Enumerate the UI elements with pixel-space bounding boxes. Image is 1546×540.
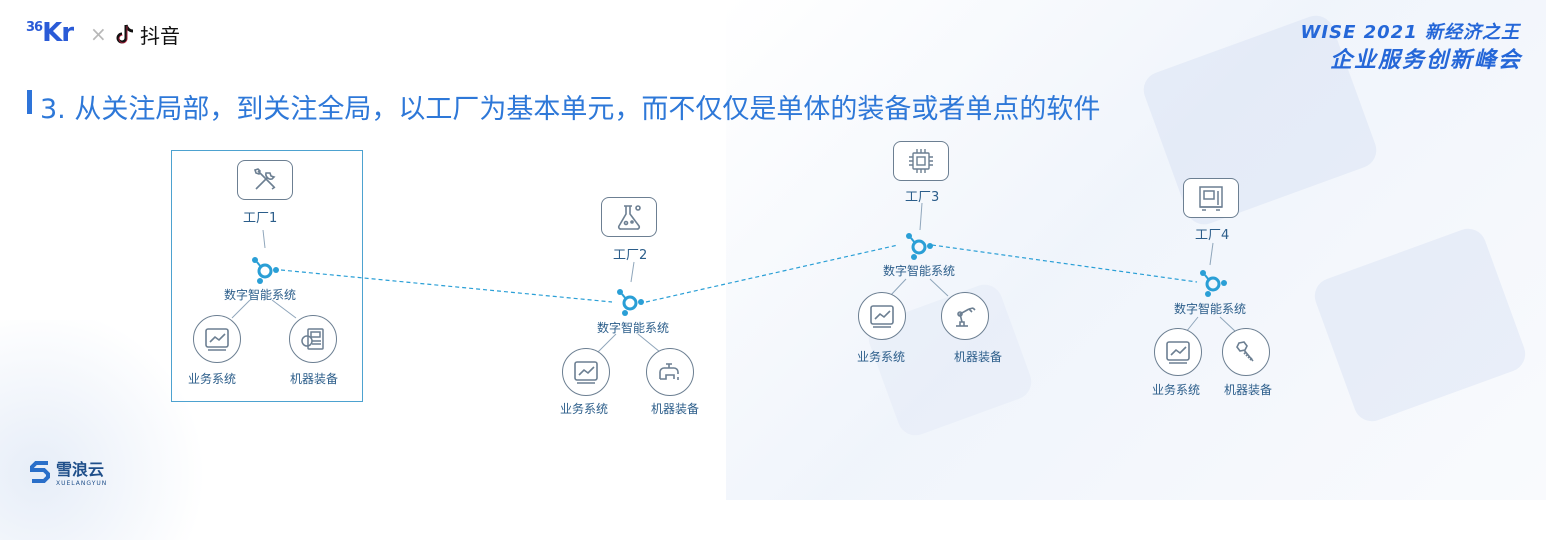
- hub-network-icon: [617, 289, 644, 316]
- control-panel-icon: [289, 315, 337, 363]
- hub-network-icon: [1200, 270, 1227, 297]
- hub-network-icon: [252, 257, 279, 284]
- brand-name-en: XUELANGYUN: [56, 480, 108, 487]
- tools-icon: [237, 160, 293, 200]
- event-title-line2: 企业服务创新峰会: [1329, 48, 1522, 73]
- flask-icon: [601, 197, 657, 237]
- factory-4-label: 工厂4: [1195, 228, 1230, 243]
- hub-3-label: 数字智能系统: [883, 264, 956, 278]
- factory-1-frame: [171, 150, 363, 402]
- business-chart-icon: [193, 315, 241, 363]
- business-system-2-label: 业务系统: [560, 402, 609, 416]
- separator-x: ×: [90, 22, 107, 46]
- douyin-text: 抖音: [140, 24, 180, 48]
- link-hub2-hub3: [645, 244, 899, 303]
- event-title-line1: WISE 2021 新经济之王: [1300, 22, 1520, 43]
- douyin-logo: 抖音: [114, 20, 180, 49]
- business-system-3-label: 业务系统: [857, 350, 906, 364]
- hub-network-icon: [906, 233, 933, 260]
- link-hub3-hub4: [931, 244, 1198, 283]
- pipe-faucet-icon: [646, 348, 694, 396]
- link-hub1-equip: [271, 299, 297, 319]
- 36kr-logo: 36Kr: [26, 18, 74, 48]
- xuelangyun-logo: 雪浪云 XUELANGYUN: [28, 456, 107, 487]
- link-f3-hub: [919, 202, 923, 231]
- title-accent-bar: [27, 90, 32, 114]
- link-hub3-equip: [929, 278, 949, 297]
- business-system-4-label: 业务系统: [1152, 383, 1201, 397]
- business-chart-icon: [1154, 328, 1202, 376]
- brand-name-cn: 雪浪云: [56, 460, 105, 479]
- equipment-4-label: 机器装备: [1224, 383, 1273, 397]
- business-chart-icon: [858, 292, 906, 340]
- machine-icon: [1183, 178, 1239, 218]
- link-hub3-biz: [889, 278, 907, 297]
- hub-1-label: 数字智能系统: [224, 288, 297, 302]
- factory-1-label: 工厂1: [243, 211, 278, 226]
- equipment-3-label: 机器装备: [954, 350, 1003, 364]
- diagram-connections: [231, 202, 1237, 353]
- xuelangyun-s-icon: [30, 460, 50, 483]
- equipment-2-label: 机器装备: [651, 402, 700, 416]
- page-title: 3. 从关注局部，到关注全局，以工厂为基本单元，而不仅仅是单体的装备或者单点的软…: [40, 94, 1101, 125]
- link-hub1-biz: [231, 299, 251, 319]
- link-f4-hub: [1209, 242, 1214, 266]
- business-system-1-label: 业务系统: [188, 372, 237, 386]
- link-f2-hub: [630, 261, 635, 283]
- factory-3-label: 工厂3: [905, 190, 940, 205]
- link-hub2-biz: [597, 333, 617, 353]
- link-hub4-equip: [1219, 316, 1237, 333]
- chip-icon: [893, 141, 949, 181]
- link-hub1-hub2: [280, 269, 613, 303]
- link-hub2-equip: [637, 333, 661, 353]
- hub-4-label: 数字智能系统: [1174, 302, 1247, 316]
- business-chart-icon: [562, 348, 610, 396]
- douyin-note-icon: [116, 24, 134, 43]
- hub-2-label: 数字智能系统: [597, 321, 670, 335]
- bolt-icon: [1222, 328, 1270, 376]
- link-f1-hub: [262, 229, 266, 249]
- factory-2-label: 工厂2: [613, 248, 648, 263]
- background-decoration: [726, 0, 1546, 500]
- equipment-1-label: 机器装备: [290, 372, 339, 386]
- robot-arm-icon: [941, 292, 989, 340]
